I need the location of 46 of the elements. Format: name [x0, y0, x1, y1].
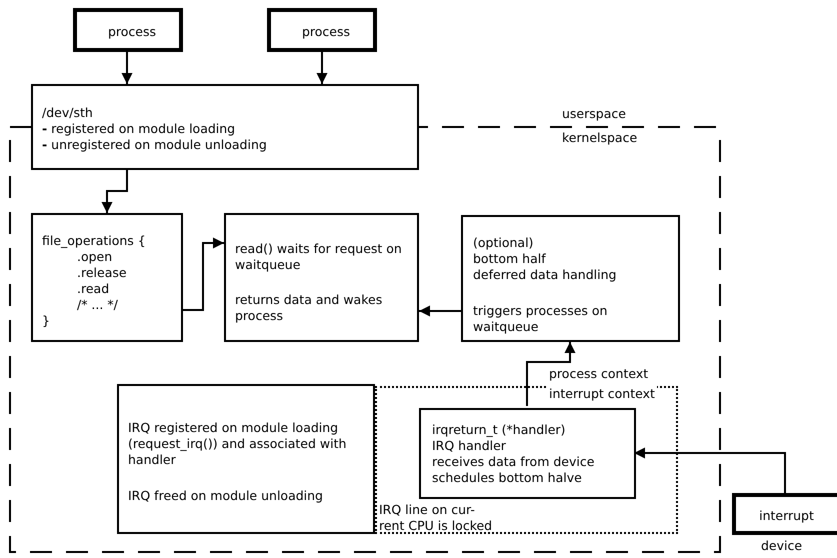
process-box	[31, 84, 419, 170]
region-label: process context	[547, 366, 650, 382]
arrow	[183, 238, 224, 311]
node-text: }	[42, 313, 50, 329]
node-text: IRQ handler	[432, 438, 506, 454]
arrow	[419, 306, 461, 316]
node-text: (optional)	[473, 235, 534, 251]
node-text: IRQ line on cur-	[379, 502, 475, 518]
node-text: read() waits for request on waitqueue	[235, 241, 403, 273]
arrow	[102, 170, 128, 213]
arrow	[316, 52, 328, 84]
node-text: process	[300, 24, 352, 40]
node-text: returns data and wakes process	[235, 292, 384, 324]
arrow	[634, 448, 786, 493]
node-text: irqreturn_t (*handler)	[432, 422, 566, 438]
node-text: /dev/sth	[42, 105, 93, 121]
node-text: /* ... */	[77, 297, 118, 313]
node-text: - unregistered on module unloading	[42, 137, 267, 153]
node-text: .release	[77, 265, 127, 281]
node-text: .open	[77, 249, 112, 265]
node-text: deferred data handling	[473, 267, 616, 283]
node-text: rent CPU is locked	[379, 518, 492, 534]
node-text: - registered on module loading	[42, 121, 236, 137]
process-box	[73, 8, 183, 52]
process-box	[267, 8, 377, 52]
process-box	[461, 215, 680, 342]
region-label: kernelspace	[560, 130, 640, 146]
node-text: file_operations {	[42, 233, 146, 249]
node-text: schedules bottom halve	[432, 470, 582, 486]
dotted-region	[375, 386, 678, 534]
region-label: interrupt context	[547, 386, 657, 402]
node-text: triggers processes on waitqueue	[473, 303, 608, 335]
node-text: IRQ registered on module loading (request_irq()) and associated with handler	[128, 420, 348, 468]
arrow	[122, 52, 132, 84]
node-text: bottom half	[473, 251, 546, 267]
node-text: receives data from device	[432, 454, 594, 470]
node-text: IRQ freed on module unloading	[128, 488, 324, 504]
process-box	[419, 408, 636, 499]
process-box	[117, 384, 375, 534]
arrow	[526, 342, 576, 406]
process-box	[732, 493, 837, 535]
process-box	[31, 213, 183, 342]
node-text: interrupt	[758, 508, 815, 524]
node-text: .read	[77, 281, 110, 297]
process-box	[224, 213, 419, 342]
node-text: process	[106, 24, 158, 40]
